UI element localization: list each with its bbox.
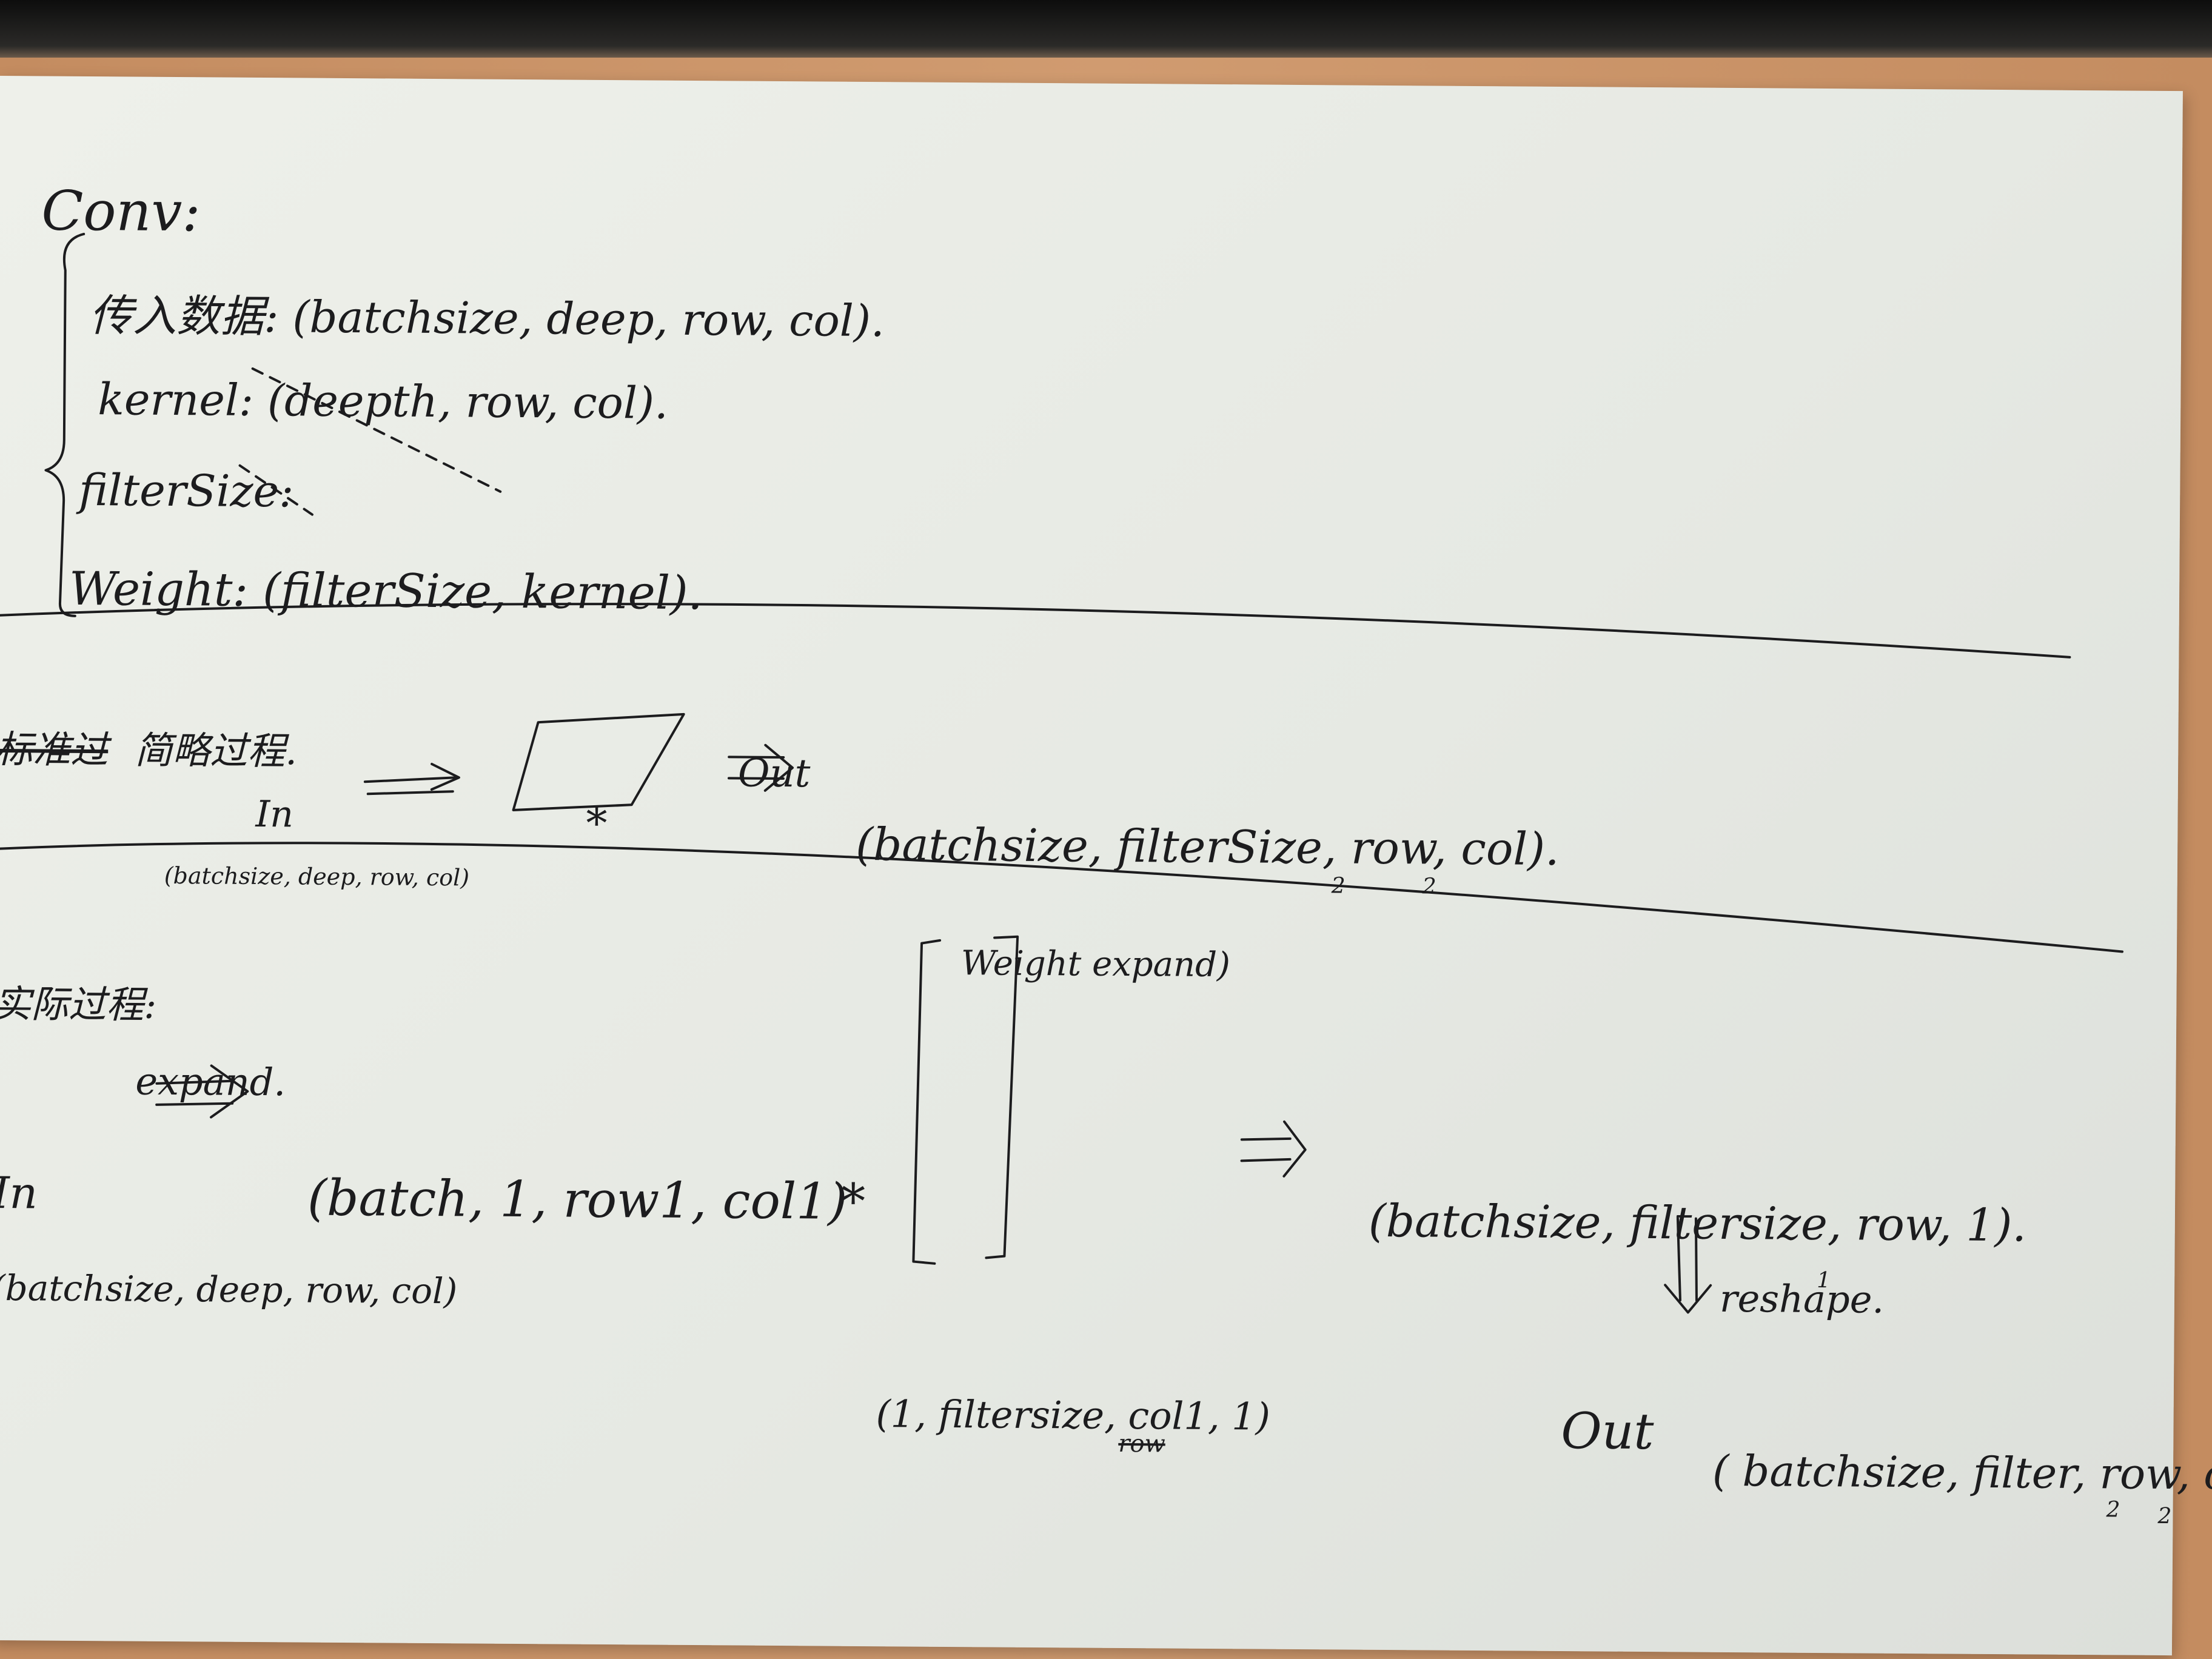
section1-title-struck: 标准过 (0, 726, 109, 773)
section1-in-label: In (255, 793, 294, 836)
section1-in-shape: (batchsize, deep, row, col) (164, 862, 470, 891)
def-filtersize: filterSize: (78, 464, 294, 517)
dashed-link-filter (238, 464, 313, 516)
def-kernel: kernel: (deepth, row, col). (97, 374, 669, 429)
section2-expanded-shape: (batch, 1, row1, col1) (307, 1169, 848, 1231)
section2-in-shape: (batchsize, deep, row, col) (0, 1267, 458, 1312)
weight-bracket-right (985, 935, 1019, 1259)
section2-conv-symbol: * (840, 1173, 866, 1230)
heading-conv: Conv: (41, 179, 201, 244)
section2-out-label: Out (1561, 1403, 1654, 1461)
arrow-expand (155, 1064, 249, 1119)
section2-reshape-label: reshape. (1719, 1276, 1885, 1322)
definitions-brace (44, 232, 85, 617)
section-divider-1 (0, 603, 2071, 659)
section1-col-subscript: 2 (1422, 874, 1436, 899)
conv-box (512, 712, 685, 811)
section2-expand-label: expand. (135, 1059, 286, 1105)
section2-weight-shape: (1, filtersize, col1, 1) (876, 1392, 1271, 1439)
def-weight: Weight: (filterSize, kernel). (69, 561, 703, 620)
arrow-reshape (1664, 1217, 1712, 1314)
monitor-edge (0, 0, 2212, 58)
section2-title: 实际过程: (0, 981, 157, 1027)
weight-bracket-left (912, 939, 942, 1265)
section2-result: (batchsize, filtersize, row, 1). (1368, 1195, 2027, 1252)
arrow-out (727, 743, 794, 792)
section1-row-subscript: 2 (1331, 873, 1346, 899)
ink-drawings (0, 232, 2124, 1314)
section1-title: 简略过程. (134, 728, 298, 774)
section2-final-shape: ( batchsize, filter, row, col (1712, 1446, 2212, 1500)
section2-weight-label: Weight expand) (960, 943, 1231, 985)
section1-conv-symbol: * (586, 798, 608, 849)
section2-weight-struck: row (1118, 1429, 1165, 1458)
def-input-data: 传入数据: (batchsize, deep, row, col). (89, 290, 885, 347)
arrow-in (363, 762, 460, 796)
dashed-link-kernel (251, 367, 502, 493)
section2-final-row-subscript: 2 (2106, 1497, 2120, 1523)
arrow-result (1240, 1120, 1307, 1178)
section2-in-label: In (0, 1167, 38, 1219)
paper-sheet: Conv: 传入数据: (batchsize, deep, row, col).… (0, 76, 2212, 1656)
section-divider-2 (0, 842, 2124, 953)
section1-result: (batchsize, filterSize, row, col). (855, 818, 1560, 876)
section1-out-label: Out (737, 751, 811, 797)
section2-final-col-subscript: 2 (2157, 1503, 2172, 1529)
